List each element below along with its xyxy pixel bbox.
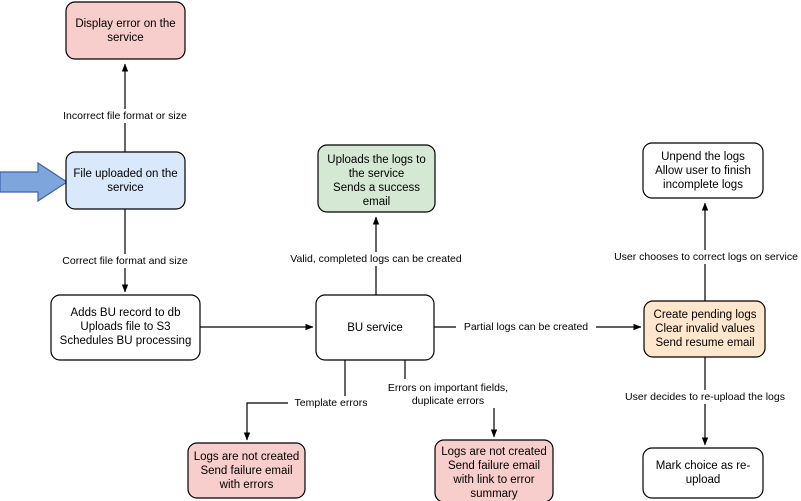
unpend-logs-node-shape[interactable] bbox=[642, 142, 764, 199]
create-pending-logs-node[interactable]: Create pending logs Clear invalid values… bbox=[643, 300, 766, 358]
unpend-logs-node-line1: Unpend the logs bbox=[661, 151, 745, 163]
file-uploaded-node-shape[interactable] bbox=[65, 151, 186, 210]
display-error-node[interactable]: Display error on the service bbox=[65, 1, 186, 60]
unpend-logs-node-line2: Allow user to finish bbox=[655, 165, 751, 177]
edge-label-partial-logs: Partial logs can be created bbox=[464, 321, 588, 333]
mark-choice-reupload-node-shape[interactable] bbox=[642, 447, 764, 499]
create-pending-logs-node-shape[interactable] bbox=[643, 300, 766, 358]
logs-not-created-summary-node-shape[interactable] bbox=[434, 439, 554, 501]
edge-label-valid-completed-logs: Valid, completed logs can be created bbox=[290, 253, 462, 265]
entry-arrow-icon bbox=[0, 161, 69, 203]
edge-user-reuploads-logs: User decides to re-upload the logs bbox=[616, 357, 794, 446]
edge-label-backdrop bbox=[456, 320, 596, 334]
edge-label-errors-important-fields-line2: duplicate errors bbox=[412, 395, 484, 407]
logs-not-created-template-node-line3: with errors bbox=[219, 479, 274, 491]
adds-bu-record-node-line1: Adds BU record to db bbox=[71, 307, 181, 319]
file-uploaded-node-line1: File uploaded on the bbox=[73, 168, 177, 180]
uploads-logs-node-shape[interactable] bbox=[317, 144, 436, 213]
bu-service-node-shape[interactable] bbox=[315, 294, 435, 361]
adds-bu-record-node[interactable]: Adds BU record to db Uploads file to S3 … bbox=[50, 294, 201, 361]
edge-label-backdrop bbox=[55, 254, 195, 268]
logs-not-created-summary-node-line2: Send failure email bbox=[448, 460, 540, 472]
edge-user-corrects-logs: User chooses to correct logs on service bbox=[603, 202, 801, 301]
edge-errors-important-fields: Errors on important fields, duplicate er… bbox=[388, 360, 508, 438]
edge-label-backdrop bbox=[603, 250, 801, 264]
edge-partial-logs: Partial logs can be created bbox=[434, 320, 642, 334]
edge-label-backdrop bbox=[288, 396, 374, 410]
file-uploaded-node[interactable]: File uploaded on the service bbox=[65, 151, 186, 210]
create-pending-logs-node-line1: Create pending logs bbox=[654, 309, 757, 321]
edge-incorrect-file-format: Incorrect file format or size bbox=[54, 63, 196, 152]
create-pending-logs-node-line2: Clear invalid values bbox=[655, 323, 755, 335]
display-error-node-line2: service bbox=[107, 32, 143, 44]
uploads-logs-node[interactable]: Uploads the logs to the service Sends a … bbox=[317, 144, 436, 213]
edge-label-backdrop bbox=[389, 379, 508, 406]
mark-choice-reupload-node-line2: upload bbox=[686, 474, 721, 486]
edges-layer: Incorrect file format or size Correct fi… bbox=[54, 63, 801, 446]
bu-service-node[interactable]: BU service bbox=[315, 294, 435, 361]
display-error-node-line1: Display error on the bbox=[75, 18, 175, 30]
logs-not-created-template-node-shape[interactable] bbox=[187, 442, 306, 499]
edge-label-backdrop bbox=[616, 390, 794, 404]
edge-valid-completed-logs: Valid, completed logs can be created bbox=[282, 216, 470, 295]
unpend-logs-node[interactable]: Unpend the logs Allow user to finish inc… bbox=[642, 142, 764, 199]
edge-label-backdrop bbox=[282, 252, 470, 266]
edge-label-user-reuploads-logs: User decides to re-upload the logs bbox=[625, 391, 785, 403]
uploads-logs-node-line2: the service bbox=[349, 168, 405, 180]
logs-not-created-summary-node-line3: with link to error bbox=[452, 474, 534, 486]
edge-label-errors-important-fields-line1: Errors on important fields, bbox=[388, 382, 508, 394]
edge-label-incorrect-file-format: Incorrect file format or size bbox=[63, 110, 187, 122]
display-error-node-shape[interactable] bbox=[65, 1, 186, 60]
logs-not-created-summary-node-line4: summary bbox=[470, 488, 518, 500]
bu-service-node-label: BU service bbox=[347, 322, 403, 334]
adds-bu-record-node-shape[interactable] bbox=[50, 294, 201, 361]
mark-choice-reupload-node-line1: Mark choice as re- bbox=[656, 460, 751, 472]
adds-bu-record-node-line3: Schedules BU processing bbox=[60, 335, 192, 347]
uploads-logs-node-line4: email bbox=[363, 196, 390, 208]
nodes-layer: Display error on the service File upload… bbox=[50, 1, 766, 501]
logs-not-created-summary-node[interactable]: Logs are not created Send failure email … bbox=[434, 439, 554, 501]
mark-choice-reupload-node[interactable]: Mark choice as re- upload bbox=[642, 447, 764, 499]
logs-not-created-template-node-line2: Send failure email bbox=[200, 465, 292, 477]
uploads-logs-node-line1: Uploads the logs to bbox=[327, 154, 425, 166]
logs-not-created-summary-node-line1: Logs are not created bbox=[441, 446, 547, 458]
edge-template-errors: Template errors bbox=[243, 360, 374, 441]
edge-label-template-errors: Template errors bbox=[295, 397, 368, 409]
edge-label-correct-file-format: Correct file format and size bbox=[62, 255, 188, 267]
edge-label-user-corrects-logs: User chooses to correct logs on service bbox=[614, 251, 798, 263]
edge-correct-file-format: Correct file format and size bbox=[55, 209, 195, 293]
uploads-logs-node-line3: Sends a success bbox=[333, 182, 420, 194]
unpend-logs-node-line3: incomplete logs bbox=[663, 179, 743, 191]
logs-not-created-template-node[interactable]: Logs are not created Send failure email … bbox=[187, 442, 306, 499]
edge-label-backdrop bbox=[54, 109, 196, 123]
adds-bu-record-node-line2: Uploads file to S3 bbox=[80, 321, 170, 333]
file-uploaded-node-line2: service bbox=[107, 182, 143, 194]
entry-arrow-shape bbox=[0, 161, 69, 203]
logs-not-created-template-node-line1: Logs are not created bbox=[194, 451, 300, 463]
create-pending-logs-node-line3: Send resume email bbox=[655, 337, 754, 349]
